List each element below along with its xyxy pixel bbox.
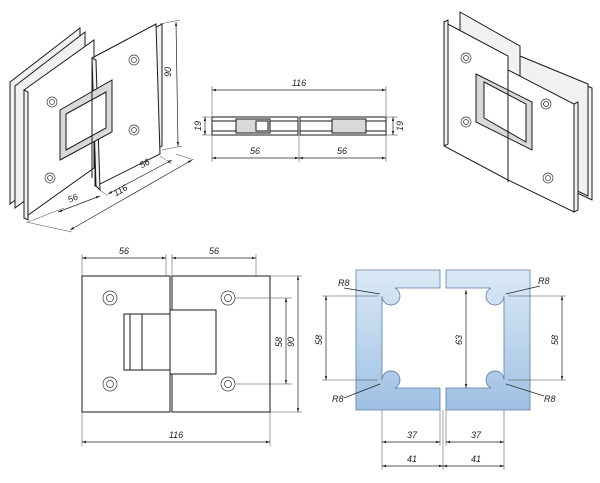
top-total-label: 116 [292,78,306,88]
iso-view-left: 90 56 56 116 [9,19,195,233]
glass-outer-left-label: 41 [407,454,417,464]
glass-cut-left-label: 58 [314,335,324,345]
front-wing-left-label: 56 [119,246,129,256]
front-height-label: 90 [286,337,296,347]
top-view: 116 19 19 56 56 [193,78,405,162]
glass-cut-center-label: 63 [454,335,464,345]
iso-total-label: 116 [112,182,129,198]
iso-wing-a-label: 56 [66,192,79,205]
top-wing-left-label: 56 [250,146,260,156]
glass-cutout-view: R8 R8 R8 R8 58 63 58 37 37 41 41 [314,269,566,470]
glass-inner-left-label: 37 [407,430,418,440]
top-thickness-right-label: 19 [395,121,405,131]
front-wing-right-label: 56 [209,246,219,256]
iso-view-right [443,11,593,213]
glass-outer-right-label: 41 [471,454,481,464]
glass-radius-top-left: R8 [338,278,350,288]
glass-panel-right [445,269,531,411]
glass-inner-right-label: 37 [471,430,482,440]
front-total-label: 116 [169,430,183,440]
front-hole-pitch-label: 58 [274,337,284,347]
iso-height-label: 90 [163,67,173,77]
glass-radius-bottom-left: R8 [332,394,344,404]
glass-radius-top-right: R8 [538,276,550,286]
top-thickness-left-label: 19 [193,121,203,131]
glass-cut-right-label: 58 [550,335,560,345]
top-wing-right-label: 56 [337,146,347,156]
glass-radius-bottom-right: R8 [544,394,556,404]
glass-panel-left [355,269,441,411]
front-screw-holes [102,290,236,392]
front-view: 56 56 58 90 116 [81,246,302,446]
